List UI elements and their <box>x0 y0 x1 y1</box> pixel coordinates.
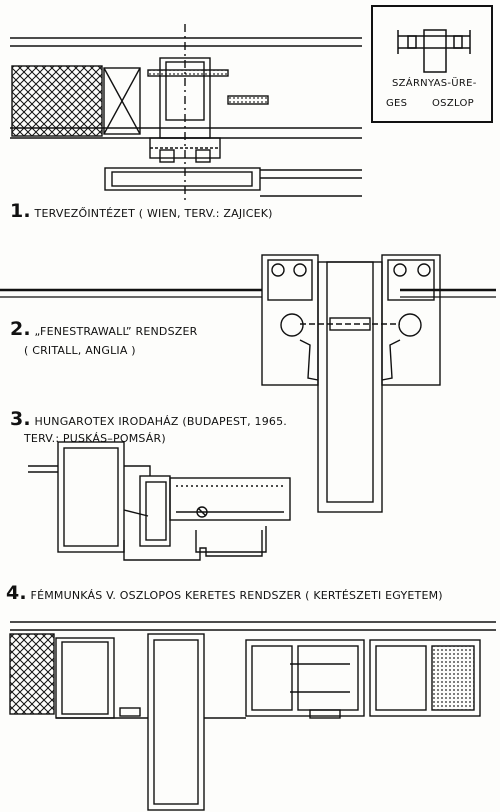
caption-2-number: 2. <box>10 318 31 340</box>
caption-1: 1. TERVEZŐINTÉZET ( WIEN, TERV.: ZAJICEK… <box>10 200 273 222</box>
inset-label-3: OSZLOP <box>432 98 474 109</box>
caption-2-sub: ( CRITALL, ANGLIA ) <box>24 344 136 357</box>
caption-3-number: 3. <box>10 408 31 430</box>
caption-2: 2. „FENESTRAWALL” RENDSZER <box>10 318 198 340</box>
caption-1-text: TERVEZŐINTÉZET ( WIEN, TERV.: ZAJICEK) <box>34 207 273 220</box>
caption-1-number: 1. <box>10 200 31 222</box>
caption-3-sub: TERV.: PUSKÁS–POMSÁR) <box>24 432 166 445</box>
caption-4-text: FÉMMUNKÁS V. OSZLOPOS KERETES RENDSZER (… <box>30 589 443 602</box>
inset-column-symbol <box>397 29 471 73</box>
caption-3-text: HUNGAROTEX IRODAHÁZ (BUDAPEST, 1965. <box>34 415 287 428</box>
inset-label-1: SZÁRNYAS-ÜRE- <box>392 78 477 89</box>
caption-3: 3. HUNGAROTEX IRODAHÁZ (BUDAPEST, 1965. <box>10 408 287 430</box>
caption-4: 4. FÉMMUNKÁS V. OSZLOPOS KERETES RENDSZE… <box>6 582 443 604</box>
caption-2-text: „FENESTRAWALL” RENDSZER <box>34 325 198 338</box>
inset-label-2: GES <box>386 98 408 109</box>
caption-4-number: 4. <box>6 582 27 604</box>
